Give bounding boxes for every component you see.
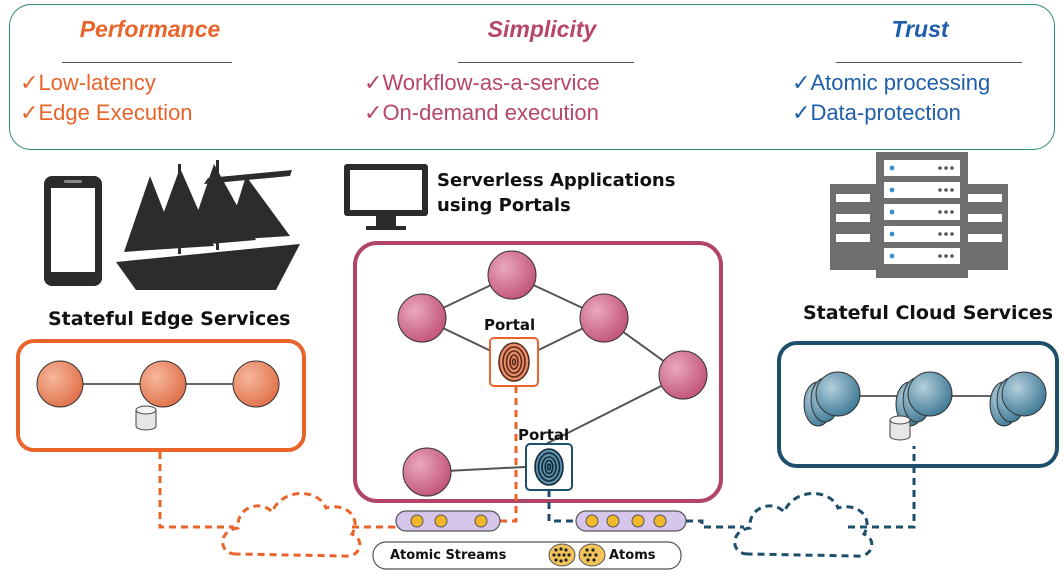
- portal-label: Portal: [518, 426, 570, 444]
- edge-node: [139, 360, 187, 408]
- atoms-label: Atoms: [609, 548, 656, 563]
- edge-services-box: [16, 339, 306, 452]
- atom-icon: [578, 543, 606, 567]
- performance-item-low-latency: ✓Low-latency: [20, 70, 156, 95]
- fingerprint-icon: [489, 337, 539, 387]
- database-icon: [889, 415, 911, 441]
- monitor-icon: [344, 164, 428, 230]
- cloud-outline-icon: [733, 492, 874, 558]
- cloud-services-label: Stateful Cloud Services: [803, 302, 1054, 324]
- sailing-ship-icon: [116, 160, 300, 290]
- check-icon: ✓: [364, 70, 383, 95]
- server-rack-icon: [830, 152, 1008, 278]
- cloud-node-stack: [895, 371, 953, 427]
- smartphone-icon: [44, 176, 102, 286]
- database-icon: [135, 405, 157, 431]
- simplicity-title: Simplicity: [487, 16, 597, 42]
- properties-panel: [9, 4, 1055, 150]
- serverless-app-box: [353, 241, 723, 503]
- app-node: [658, 350, 708, 400]
- serverless-apps-label-line1: Serverless Applications: [437, 170, 676, 191]
- check-icon: ✓: [792, 70, 811, 95]
- edge-services-label: Stateful Edge Services: [48, 308, 291, 330]
- trust-item-data-protection: ✓Data-protection: [792, 100, 961, 125]
- check-icon: ✓: [20, 100, 39, 125]
- atom-icon: [548, 543, 576, 567]
- app-node: [397, 293, 447, 343]
- cloud-node-stack: [989, 371, 1047, 427]
- edge-node: [232, 360, 280, 408]
- trust-divider: [836, 62, 1022, 63]
- check-icon: ✓: [364, 100, 383, 125]
- atomic-stream-capsule: [395, 510, 501, 532]
- trust-title: Trust: [891, 16, 949, 42]
- app-node: [579, 293, 629, 343]
- edge-node: [36, 360, 84, 408]
- atomic-streams-label: Atomic Streams: [390, 548, 507, 563]
- app-node: [402, 447, 452, 497]
- cloud-services-box: [777, 341, 1059, 468]
- check-icon: ✓: [792, 100, 811, 125]
- cloud-node-stack: [803, 371, 861, 427]
- atomic-stream-capsule: [575, 510, 687, 532]
- performance-title: Performance: [79, 16, 221, 42]
- simplicity-item-on-demand: ✓On-demand execution: [364, 100, 599, 125]
- simplicity-divider: [458, 62, 634, 63]
- legend-box: [372, 541, 682, 570]
- cloud-outline-icon: [221, 492, 362, 558]
- serverless-apps-label-line2: using Portals: [437, 195, 571, 216]
- app-node: [487, 250, 537, 300]
- performance-divider: [62, 62, 232, 63]
- check-icon: ✓: [20, 70, 39, 95]
- fingerprint-icon: [525, 443, 573, 491]
- simplicity-item-workflow: ✓Workflow-as-a-service: [364, 70, 600, 95]
- edge-stream-path: [158, 384, 518, 529]
- cloud-stream-path: [547, 446, 916, 529]
- trust-item-atomic-processing: ✓Atomic processing: [792, 70, 991, 95]
- portal-label: Portal: [484, 316, 536, 334]
- performance-item-edge-execution: ✓Edge Execution: [20, 100, 193, 125]
